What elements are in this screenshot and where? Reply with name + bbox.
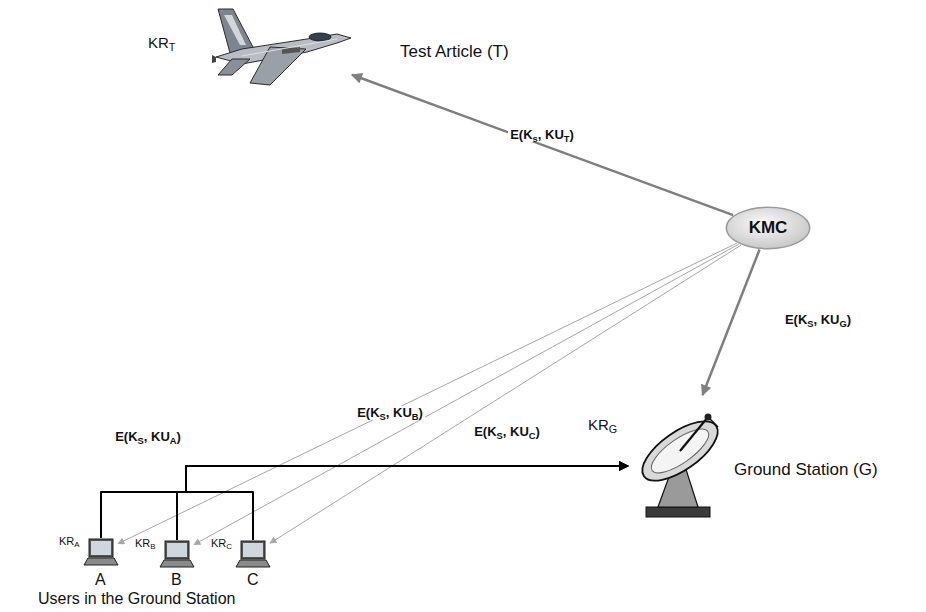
user-laptop: KRBB (160, 540, 194, 568)
test-article: KRTTest Article (T) (212, 5, 352, 93)
bracket-arrow (177, 466, 628, 540)
key-transfer-arrow (118, 243, 737, 544)
laptop-icon (160, 541, 194, 567)
node-title: Ground Station (G) (734, 461, 878, 480)
node-title: Test Article (T) (400, 43, 509, 62)
key-label: KRA (59, 535, 80, 547)
key-label: KRB (135, 537, 156, 549)
key-transfer-arrow (703, 250, 760, 395)
key-transfer-arrow (352, 75, 733, 215)
laptop-icon (236, 541, 270, 567)
group-caption: Users in the Ground Station (38, 590, 235, 608)
ground-station: KRGGround Station (G) (628, 395, 728, 520)
user-letter: A (95, 571, 106, 589)
key-label: KRG (588, 417, 617, 434)
jet-illustration (212, 9, 351, 85)
key-label: KRT (148, 35, 175, 52)
edge-label: E(KS, KUB) (355, 406, 425, 420)
edge-label: E(KS, KUG) (783, 313, 853, 327)
edge-label: E(KS, KUA) (113, 430, 183, 444)
edge-label: E(Ks, KUT) (508, 128, 576, 142)
dish-illustration (633, 410, 727, 517)
user-laptop: KRAA (84, 538, 118, 566)
key-transfer-arrow (270, 245, 741, 543)
edge-label: E(KS, KUC) (472, 425, 542, 439)
user-laptop: KRCC (236, 540, 270, 568)
key-transfer-arrow (194, 244, 739, 544)
node-title: KMC (749, 219, 788, 238)
key-label: KRC (211, 537, 232, 549)
user-letter: B (171, 571, 182, 589)
bracket-arrow (101, 466, 628, 538)
user-letter: C (247, 571, 259, 589)
bracket-arrow (186, 466, 628, 540)
laptop-icon (84, 539, 118, 565)
kmc-ellipse: KMC (725, 206, 811, 250)
